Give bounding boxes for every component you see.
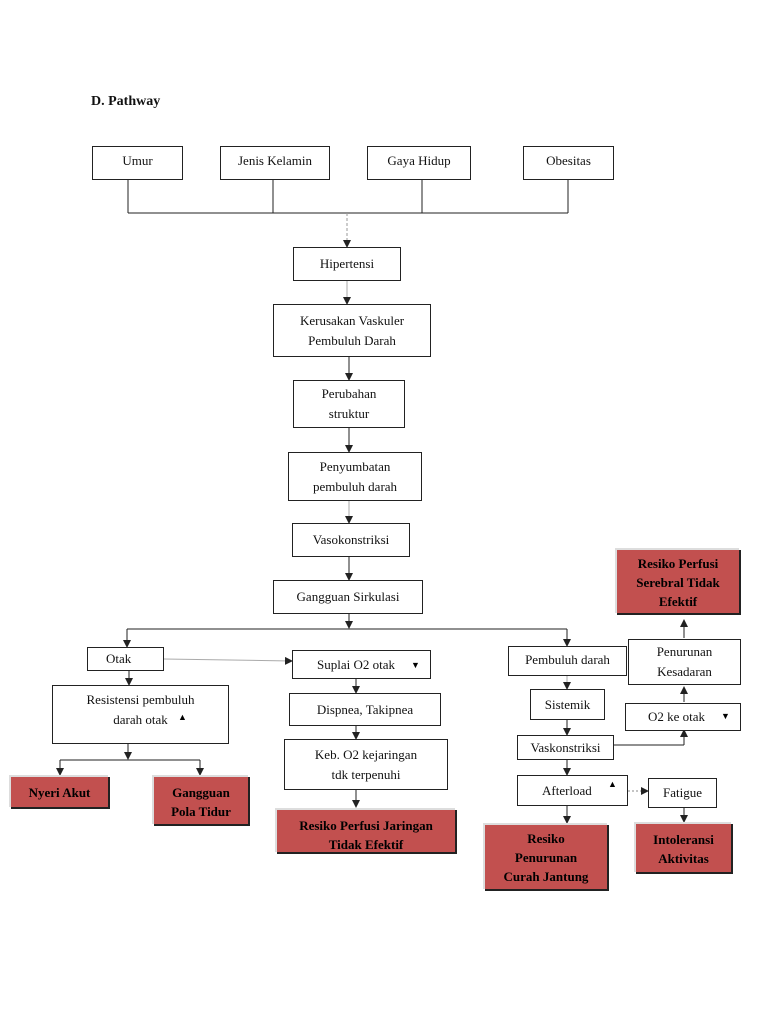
arrow-down-icon: ▼: [721, 711, 730, 721]
pembuluh-darah-label: Pembuluh darah: [525, 652, 610, 667]
gangguan-sirkulasi-label: Gangguan Sirkulasi: [296, 589, 400, 604]
sistemik-label: Sistemik: [544, 696, 591, 712]
gangguan-pola-tidur-diagnosis: Gangguan Pola Tidur: [152, 775, 248, 824]
arrow-up-icon: ▲: [608, 779, 617, 789]
otak-label: Otak: [106, 651, 132, 666]
o2-ke-otak-box: O2 ke otak: [625, 703, 741, 731]
vasokonstriksi-box: Vasokonstriksi: [292, 523, 410, 557]
gaya-hidup-box: Gaya Hidup: [367, 146, 471, 180]
fatigue-label: Fatigue: [663, 785, 702, 800]
hipertensi-box: Hipertensi: [293, 247, 401, 281]
o2-ke-otak-label: O2 ke otak: [648, 709, 706, 724]
suplai-o2-box: Suplai O2 otak: [292, 650, 431, 679]
jenis-kelamin-box: Jenis Kelamin: [220, 146, 330, 180]
penyumbatan-box: Penyumbatan pembuluh darah: [288, 452, 422, 501]
arrow-down-icon: ▼: [411, 660, 420, 670]
perubahan-struktur-label: Perubahan struktur: [321, 386, 377, 421]
vaskonstriksi-box: Vaskonstriksi: [517, 735, 614, 760]
resiko-penurunan-curah-jantung-label: Resiko Penurunan Curah Jantung: [503, 831, 589, 884]
afterload-label: Afterload: [542, 782, 592, 798]
resiko-perfusi-serebral-label: Resiko Perfusi Serebral Tidak Efektif: [636, 556, 720, 609]
obesitas-label: Obesitas: [546, 153, 591, 168]
resiko-perfusi-serebral-diagnosis: Resiko Perfusi Serebral Tidak Efektif: [615, 548, 739, 613]
dispnea-box: Dispnea, Takipnea: [289, 693, 441, 726]
fatigue-box: Fatigue: [648, 778, 717, 808]
arrow-up-icon: ▲: [178, 712, 187, 722]
nyeri-akut-diagnosis: Nyeri Akut: [9, 775, 108, 807]
pembuluh-darah-box: Pembuluh darah: [508, 646, 627, 676]
keb-o2-box: Keb. O2 kejaringan tdk terpenuhi: [284, 739, 448, 790]
suplai-o2-label: Suplai O2 otak: [317, 656, 395, 672]
kerusakan-vaskuler-box: Kerusakan Vaskuler Pembuluh Darah: [273, 304, 431, 357]
keb-o2-label: Keb. O2 kejaringan tdk terpenuhi: [314, 746, 418, 782]
vasokonstriksi-label: Vasokonstriksi: [312, 532, 390, 547]
resistensi-label: Resistensi pembuluh darah otak: [86, 692, 195, 727]
resistensi-box: Resistensi pembuluh darah otak: [52, 685, 229, 744]
gangguan-pola-tidur-label: Gangguan Pola Tidur: [171, 785, 231, 819]
obesitas-box: Obesitas: [523, 146, 614, 180]
intoleransi-aktivitas-label: Intoleransi Aktivitas: [653, 832, 714, 866]
nyeri-akut-label: Nyeri Akut: [28, 785, 91, 800]
penyumbatan-label: Penyumbatan pembuluh darah: [312, 458, 398, 494]
hipertensi-label: Hipertensi: [319, 256, 375, 271]
resiko-perfusi-jaringan-label: Resiko Perfusi Jaringan Tidak Efektif: [299, 818, 433, 852]
resiko-penurunan-curah-jantung-diagnosis: Resiko Penurunan Curah Jantung: [483, 823, 607, 889]
vaskonstriksi-label: Vaskonstriksi: [530, 739, 601, 755]
jenis-kelamin-label: Jenis Kelamin: [237, 153, 312, 168]
perubahan-struktur-box: Perubahan struktur: [293, 380, 405, 428]
sistemik-box: Sistemik: [530, 689, 605, 720]
gaya-hidup-label: Gaya Hidup: [387, 153, 451, 168]
intoleransi-aktivitas-diagnosis: Intoleransi Aktivitas: [634, 822, 731, 872]
dispnea-label: Dispnea, Takipnea: [316, 701, 414, 717]
umur-label: Umur: [122, 153, 153, 168]
gangguan-sirkulasi-box: Gangguan Sirkulasi: [273, 580, 423, 614]
afterload-box: Afterload: [517, 775, 628, 806]
resiko-perfusi-jaringan-diagnosis: Resiko Perfusi Jaringan Tidak Efektif: [275, 808, 455, 852]
umur-box: Umur: [92, 146, 183, 180]
page-heading: D. Pathway: [91, 94, 161, 109]
otak-box: Otak: [87, 647, 164, 671]
penurunan-kesadaran-box: Penurunan Kesadaran: [628, 639, 741, 685]
kerusakan-vaskuler-label: Kerusakan Vaskuler Pembuluh Darah: [299, 312, 405, 348]
penurunan-kesadaran-label: Penurunan Kesadaran: [656, 644, 713, 679]
